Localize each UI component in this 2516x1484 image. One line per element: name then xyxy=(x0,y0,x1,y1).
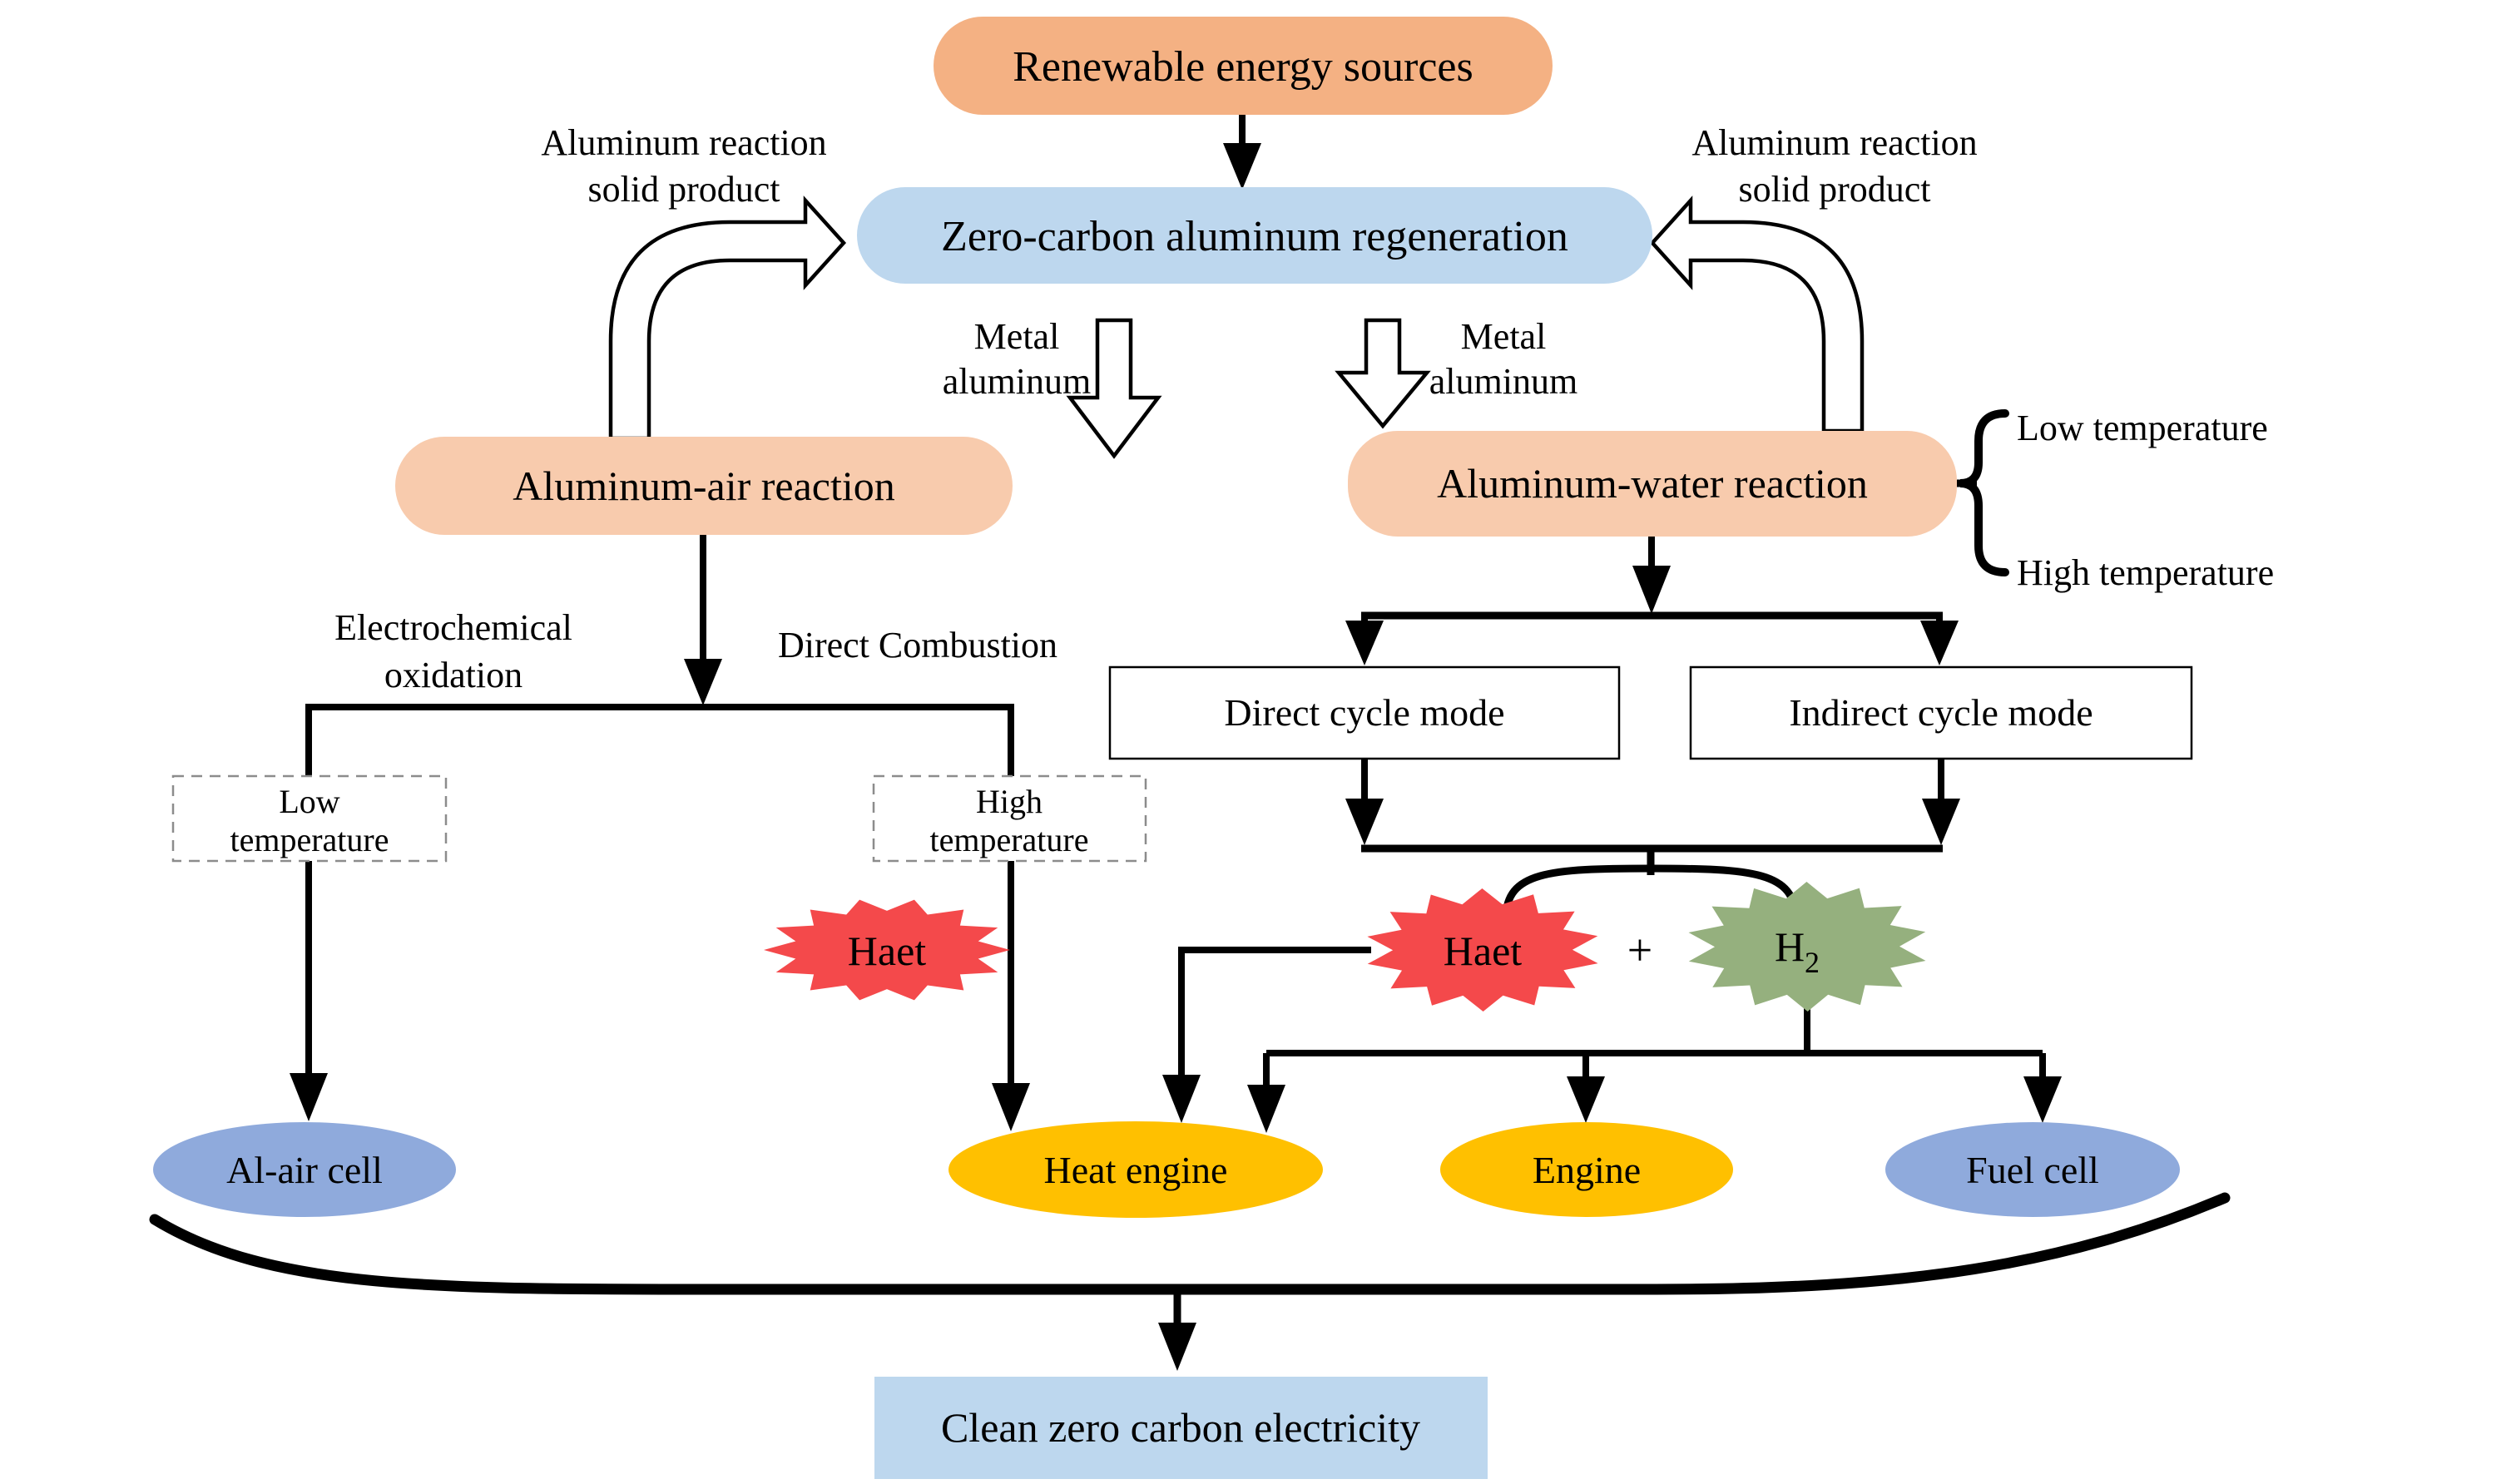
solid-product-right-line2: solid product xyxy=(1739,169,1931,210)
metal-aluminum-arrow-right xyxy=(1335,318,1431,429)
metal-aluminum-left-line2: aluminum xyxy=(943,361,1091,402)
low-temperature-box xyxy=(171,774,448,863)
engine-label: Engine xyxy=(1533,1149,1641,1191)
heat-burst-left-label: Haet xyxy=(848,928,926,974)
heat-burst-right xyxy=(1367,888,1598,1012)
arrowhead xyxy=(290,1073,328,1121)
arrowhead-engine xyxy=(1567,1076,1605,1123)
arrowhead xyxy=(992,1083,1030,1131)
low-temperature-line1: Low xyxy=(279,783,339,820)
electrochemical-line1: Electrochemical xyxy=(334,607,572,648)
temperature-brace xyxy=(1959,409,2009,576)
solid-product-arrow-left xyxy=(608,195,847,441)
low-temperature-right-label: Low temperature xyxy=(2017,408,2268,448)
fuel-cell-node xyxy=(1885,1122,2180,1217)
arrowhead-heat-engine xyxy=(1247,1085,1285,1133)
clean-electricity-node xyxy=(874,1377,1488,1479)
hydrogen-burst xyxy=(1688,882,1926,1012)
renewable-node xyxy=(934,17,1553,115)
regeneration-label: Zero-carbon aluminum regeneration xyxy=(941,213,1568,260)
heat-burst-left xyxy=(764,899,1010,1001)
high-temperature-line1: High xyxy=(976,783,1043,820)
heat-engine-label: Heat engine xyxy=(1044,1149,1228,1191)
aluminum-air-node xyxy=(395,437,1013,535)
arrowhead xyxy=(1632,566,1671,614)
output-nodes: Al-air cell Heat engine Engine Fuel cell xyxy=(153,1121,2180,1218)
arrowhead-direct-mode xyxy=(1345,621,1384,665)
arrowhead xyxy=(1922,799,1960,845)
renewable-label: Renewable energy sources xyxy=(1013,43,1473,91)
metal-aluminum-arrow-left xyxy=(1066,318,1162,459)
high-temperature-right-label: High temperature xyxy=(2017,552,2274,593)
heat-engine-node xyxy=(948,1121,1323,1218)
electrochemical-line2: oxidation xyxy=(384,655,523,695)
arrowhead xyxy=(684,659,722,705)
metal-aluminum-right-line1: Metal xyxy=(1461,316,1547,357)
direct-cycle-node xyxy=(1108,665,1621,760)
high-temperature-box xyxy=(872,774,1147,863)
solid-product-right-line1: Aluminum reaction xyxy=(1691,122,1977,163)
block-arrows xyxy=(608,195,1865,459)
metal-aluminum-left-line1: Metal xyxy=(974,316,1060,357)
arrowhead xyxy=(1345,799,1384,845)
free-labels: Aluminum reaction solid product Aluminum… xyxy=(334,122,2274,695)
engine-node xyxy=(1440,1122,1733,1217)
low-temperature-line2: temperature xyxy=(230,821,389,858)
split-to-heat-and-h2 xyxy=(1502,864,1800,923)
indirect-cycle-node xyxy=(1689,665,2193,760)
metal-aluminum-right-line2: aluminum xyxy=(1429,361,1577,402)
indirect-cycle-label: Indirect cycle mode xyxy=(1789,691,2093,734)
arrowhead xyxy=(1223,143,1261,190)
solid-product-left-line2: solid product xyxy=(588,169,780,210)
direct-cycle-label: Direct cycle mode xyxy=(1224,691,1504,734)
connector-lines xyxy=(149,114,2231,1371)
process-nodes: Renewable energy sources Zero-carbon alu… xyxy=(395,17,2193,1479)
al-air-cell-label: Al-air cell xyxy=(226,1149,383,1191)
collector-curve xyxy=(149,1192,2231,1295)
aluminum-air-label: Aluminum-air reaction xyxy=(513,463,895,509)
heat-burst-right-label: Haet xyxy=(1444,928,1522,974)
arrowhead-indirect-mode xyxy=(1920,621,1959,665)
hydrogen-burst-label: H2 xyxy=(1775,923,1820,979)
al-air-cell-node xyxy=(153,1122,456,1217)
clean-electricity-label: Clean zero carbon electricity xyxy=(941,1404,1420,1451)
aluminum-water-node xyxy=(1348,431,1957,537)
regeneration-node xyxy=(857,187,1652,284)
high-temperature-line2: temperature xyxy=(930,821,1089,858)
aluminum-water-label: Aluminum-water reaction xyxy=(1437,460,1868,507)
line-heat-to-heat-engine xyxy=(1178,947,1371,1076)
arrowhead-fuel-cell xyxy=(2023,1076,2062,1123)
bursts: Haet Haet + H2 xyxy=(764,882,1926,1012)
arrowhead xyxy=(1162,1075,1201,1123)
direct-combustion-label: Direct Combustion xyxy=(778,625,1057,665)
solid-product-arrow-right xyxy=(1649,195,1865,433)
fuel-cell-label: Fuel cell xyxy=(1966,1149,2099,1191)
condition-boxes: Low temperature High temperature xyxy=(171,774,1147,863)
solid-product-left-line1: Aluminum reaction xyxy=(541,122,826,163)
plus-sign: + xyxy=(1627,925,1652,975)
arrowhead xyxy=(1158,1323,1196,1371)
